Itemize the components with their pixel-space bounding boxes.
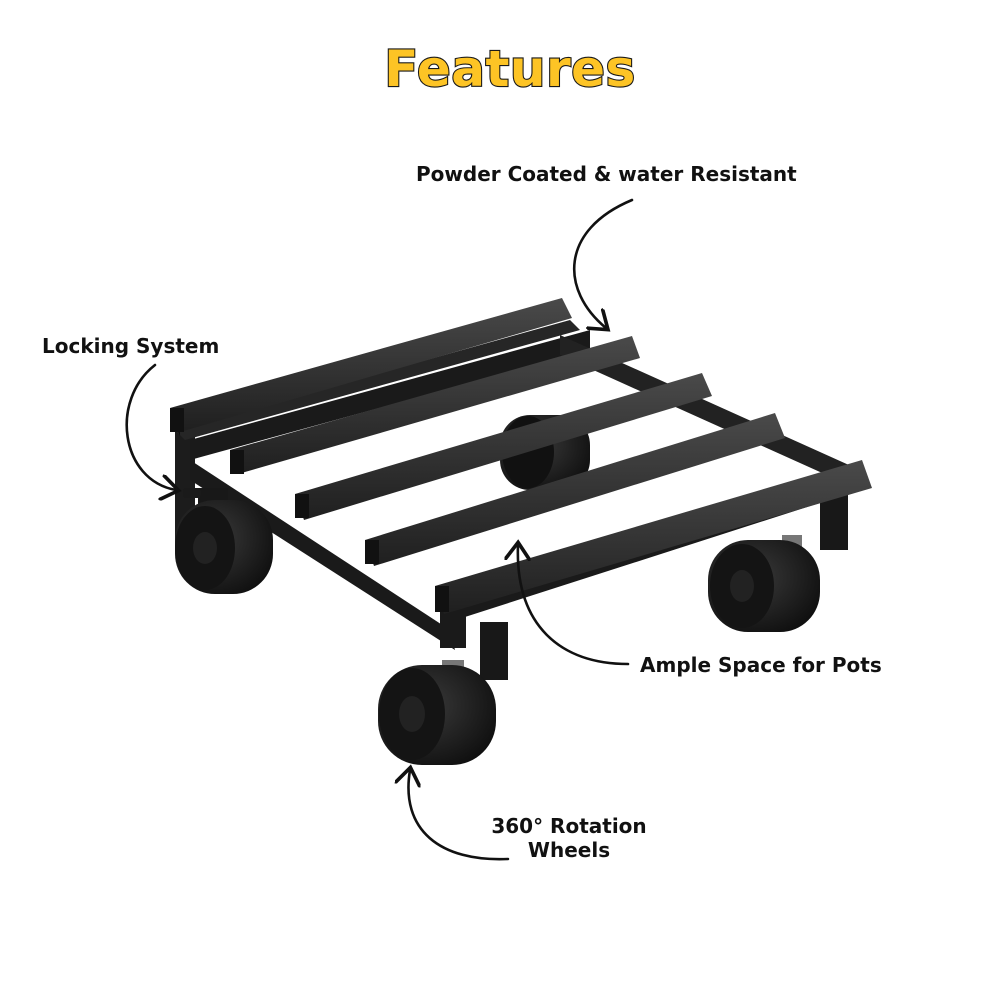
top-bars [170,298,872,614]
page-title: Features [384,40,636,98]
callout-rotation-wheels: 360° Rotation Wheels [484,814,654,862]
callout-rotation-line1: 360° Rotation [491,814,647,838]
callout-powder-coated: Powder Coated & water Resistant [416,162,797,186]
ample-arrow [518,545,630,666]
right-wheel [708,535,820,632]
powder-arrow [572,198,634,328]
callout-ample-space: Ample Space for Pots [640,653,882,677]
front-wheel [378,660,496,765]
callout-locking-system: Locking System [42,334,220,358]
rotation-arrow [408,770,510,861]
callout-rotation-line2: Wheels [527,838,611,862]
plant-caddy-illustration [170,298,872,765]
left-wheel [175,488,273,594]
locking-arrow [125,363,176,490]
callout-arrows [125,198,634,861]
